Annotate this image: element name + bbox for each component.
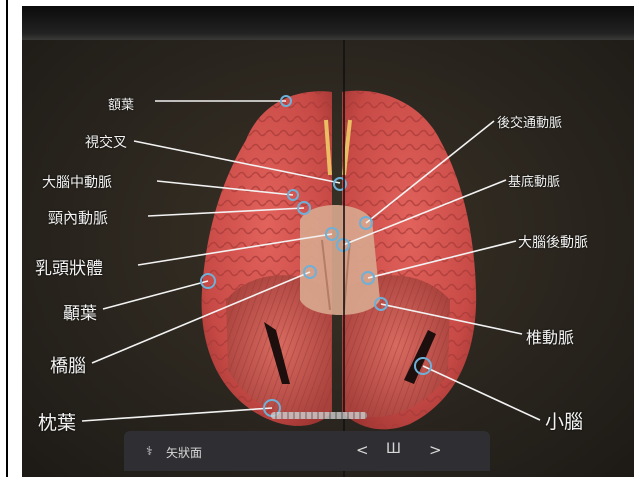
- label-posterior-cerebral-artery: 大腦後動脈: [518, 232, 588, 252]
- label-internal-carotid-artery: 頸內動脈: [48, 207, 108, 228]
- view-icon: ⚕: [146, 444, 153, 458]
- prev-button[interactable]: <: [356, 441, 369, 459]
- label-middle-cerebral-artery: 大腦中動脈: [42, 172, 112, 192]
- label-temporal-lobe: 顳葉: [63, 299, 97, 324]
- label-mammillary-body: 乳頭狀體: [35, 254, 103, 279]
- label-optic-chiasm: 視交叉: [85, 132, 127, 152]
- label-vertebral-artery: 椎動脈: [526, 324, 574, 348]
- label-frontal-lobe: 額葉: [108, 94, 134, 113]
- label-pons: 橋腦: [50, 352, 86, 378]
- next-button[interactable]: >: [429, 441, 442, 459]
- label-basilar-artery: 基底動脈: [508, 171, 560, 190]
- scroll-indicator[interactable]: [271, 412, 367, 419]
- page-indicator: Ш: [386, 441, 401, 457]
- label-occipital-lobe: 枕葉: [38, 408, 76, 435]
- bottom-control-panel: ⚕ 矢狀面 < Ш >: [124, 431, 490, 471]
- label-cerebellum: 小腦: [545, 407, 583, 434]
- label-posterior-communicating-artery: 後交通動脈: [497, 112, 562, 131]
- view-label[interactable]: 矢狀面: [166, 444, 202, 461]
